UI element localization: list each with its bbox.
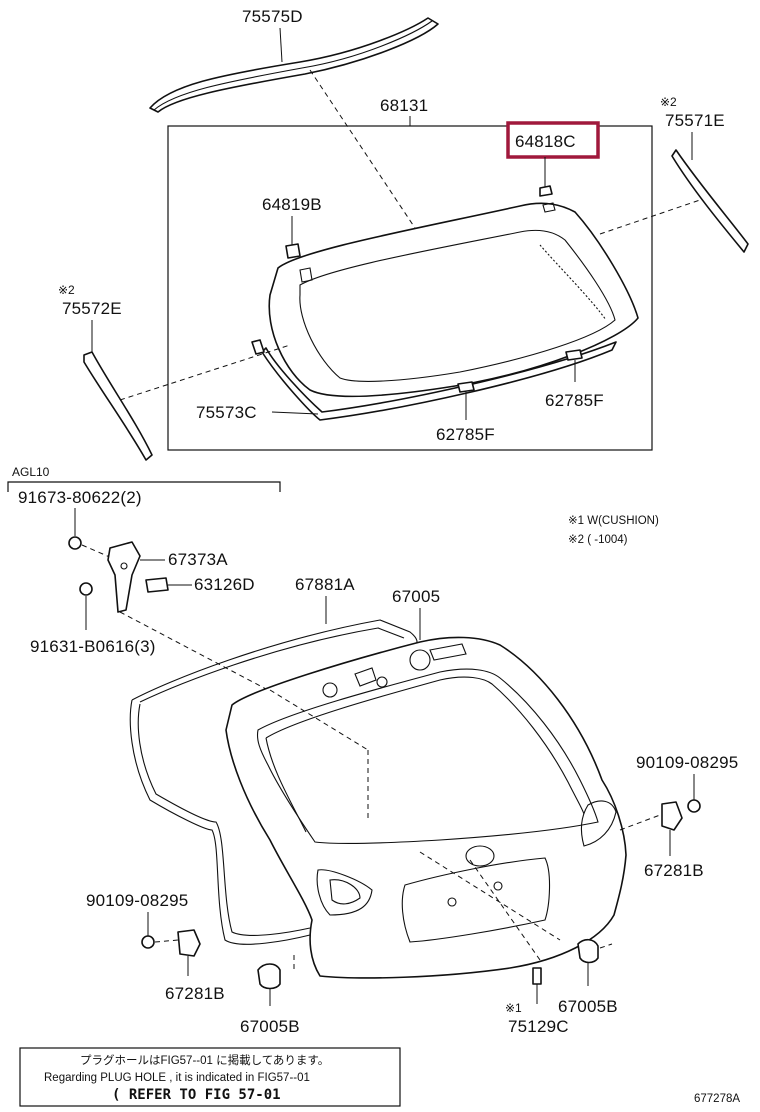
legend-line-2: ※2 ( -1004) bbox=[568, 534, 628, 546]
part-label-75573C: 75573C bbox=[196, 403, 257, 422]
part-label-75572E: 75572E bbox=[62, 299, 122, 318]
part-label-75129C: 75129C bbox=[508, 1017, 569, 1036]
leader-75575D bbox=[279, 27, 283, 63]
bracket-67373A bbox=[107, 541, 141, 613]
part-label-62785F-bottom: 62785F bbox=[436, 425, 495, 444]
molding-75573C bbox=[251, 339, 617, 421]
part-mark-75129C: ※1 bbox=[505, 1001, 522, 1015]
bolt-91631 bbox=[79, 582, 93, 596]
clip-64819B bbox=[285, 243, 301, 259]
part-mark-75572E: ※2 bbox=[58, 283, 75, 297]
dashline-door-3 bbox=[419, 851, 561, 941]
door-weatherstrip-67881A bbox=[129, 619, 418, 945]
footnote-english: Regarding PLUG HOLE , it is indicated in… bbox=[44, 1072, 310, 1084]
part-label-68131: 68131 bbox=[380, 96, 428, 115]
part-label-67281B-right: 67281B bbox=[644, 861, 704, 880]
footnote-japanese: プラグホールはFIG57--01 に掲載してあります。 bbox=[80, 1053, 329, 1067]
dashline-67281B-right bbox=[619, 814, 661, 831]
part-label-75575D: 75575D bbox=[242, 7, 303, 26]
part-label-67005B-left: 67005B bbox=[240, 1017, 300, 1036]
clip-64818C bbox=[539, 185, 553, 197]
dashline-75571E bbox=[599, 199, 701, 235]
part-label-67281B-left: 67281B bbox=[165, 984, 225, 1003]
figure-id: 677278A bbox=[694, 1093, 740, 1105]
pad-63126D bbox=[145, 577, 169, 593]
dashline-door-4 bbox=[469, 859, 541, 961]
cushion-75129C bbox=[532, 967, 542, 985]
part-label-64818C: 64818C bbox=[515, 132, 576, 151]
dashline-67005B-right bbox=[599, 943, 613, 949]
dashline-91673 bbox=[81, 544, 113, 559]
molding-75572E bbox=[83, 351, 153, 461]
cushion-67005B-right bbox=[577, 938, 599, 964]
back-door-panel-67005 bbox=[225, 636, 627, 979]
dashline-75572E bbox=[119, 344, 291, 401]
dashline-91631 bbox=[119, 611, 269, 691]
bolt-90109-right bbox=[687, 799, 701, 813]
part-label-AGL10: AGL10 bbox=[12, 465, 50, 479]
clip-62785F-right bbox=[565, 349, 583, 361]
part-label-67005B-right: 67005B bbox=[558, 997, 618, 1016]
bolt-91673 bbox=[68, 536, 82, 550]
molding-75571E bbox=[671, 149, 749, 253]
part-label-62785F-right: 62785F bbox=[545, 391, 604, 410]
stopper-67281B-right bbox=[661, 801, 683, 831]
leader-75573C bbox=[271, 411, 319, 415]
back-window-glass-68131 bbox=[268, 202, 639, 398]
weatherstrip-75575D bbox=[149, 17, 439, 113]
part-label-67881A: 67881A bbox=[295, 575, 355, 594]
part-label-90109-left: 90109-08295 bbox=[86, 891, 188, 910]
stopper-67281B-left bbox=[177, 929, 201, 957]
bolt-90109-left bbox=[141, 935, 155, 949]
bracket-AGL10 bbox=[7, 481, 281, 492]
part-label-67005: 67005 bbox=[392, 587, 440, 606]
highlight-box-64818C bbox=[506, 121, 600, 159]
dashline-75575D bbox=[309, 69, 416, 229]
part-label-67373A: 67373A bbox=[168, 550, 228, 569]
cushion-67005B-left bbox=[257, 963, 281, 990]
dashline-door-1 bbox=[269, 689, 369, 751]
part-label-91673-80622: 91673-80622(2) bbox=[18, 488, 142, 507]
part-label-90109-right: 90109-08295 bbox=[636, 753, 738, 772]
part-label-75571E: 75571E bbox=[665, 111, 725, 130]
clip-62785F-bottom bbox=[457, 381, 475, 393]
part-label-63126D: 63126D bbox=[194, 575, 255, 594]
footnote-refer: ( REFER TO FIG 57-01 bbox=[112, 1087, 281, 1103]
dashline-67281B-left bbox=[154, 939, 179, 943]
footnote-box bbox=[19, 1047, 401, 1107]
part-mark-75571E: ※2 bbox=[660, 95, 677, 109]
part-label-64819B: 64819B bbox=[262, 195, 322, 214]
legend-line-1: ※1 W(CUSHION) bbox=[568, 515, 659, 527]
part-label-91631-B0616: 91631-B0616(3) bbox=[30, 637, 156, 656]
